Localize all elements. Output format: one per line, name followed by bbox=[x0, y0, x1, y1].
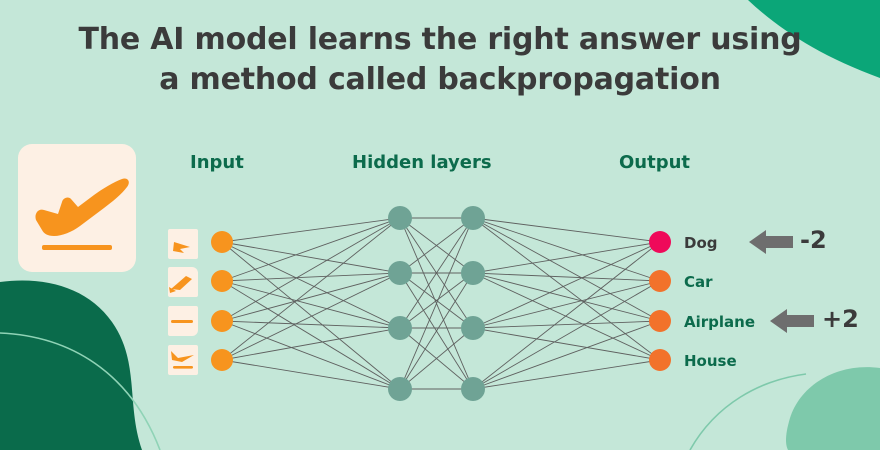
output-label-airplane: Airplane bbox=[684, 313, 756, 331]
bottom-right-mid-blob bbox=[786, 367, 880, 450]
input-thumbnail-1 bbox=[168, 267, 198, 297]
input-node-0 bbox=[211, 231, 233, 253]
input-thumbnail-2 bbox=[168, 306, 198, 336]
output-label-dog: Dog bbox=[684, 234, 718, 252]
input-thumbnail-0 bbox=[168, 229, 198, 259]
airplane-image-card bbox=[18, 144, 136, 272]
output-node-airplane bbox=[649, 310, 671, 332]
hidden2-node-3 bbox=[461, 377, 485, 401]
top-right-green-swoosh bbox=[748, 0, 880, 78]
title-line-2: a method called backpropagation bbox=[159, 61, 721, 97]
hidden1-node-3 bbox=[388, 377, 412, 401]
output-node-dog bbox=[649, 231, 671, 253]
output-label-car: Car bbox=[684, 273, 713, 291]
hidden1-node-1 bbox=[388, 261, 412, 285]
decorative-arc-right bbox=[689, 373, 807, 450]
input-node-2 bbox=[211, 310, 233, 332]
runway-line-thumb bbox=[171, 320, 193, 323]
hidden1-node-0 bbox=[388, 206, 412, 230]
hidden2-node-0 bbox=[461, 206, 485, 230]
page-title: The AI model learns the right answer usi… bbox=[0, 20, 880, 99]
hidden2-node-2 bbox=[461, 316, 485, 340]
adjustment-value-dog: -2 bbox=[800, 226, 827, 254]
backprop-arrow-airplane bbox=[770, 309, 814, 333]
output-label-house: House bbox=[684, 352, 737, 370]
input-node-1 bbox=[211, 270, 233, 292]
input-node-3 bbox=[211, 349, 233, 371]
hidden1-node-2 bbox=[388, 316, 412, 340]
decorative-arc-left bbox=[0, 332, 161, 450]
output-node-house bbox=[649, 349, 671, 371]
adjustment-value-airplane: +2 bbox=[822, 305, 859, 333]
bottom-left-dark-blob bbox=[0, 280, 142, 450]
section-label-input: Input bbox=[190, 152, 244, 173]
airplane-tail-thumb bbox=[173, 242, 190, 253]
backprop-arrow-dog bbox=[749, 230, 793, 254]
hidden2-node-1 bbox=[461, 261, 485, 285]
input-thumbnail-3 bbox=[168, 345, 198, 375]
airplane-takeoff-icon bbox=[35, 178, 129, 250]
section-label-hidden: Hidden layers bbox=[352, 152, 492, 173]
section-label-output: Output bbox=[619, 152, 691, 173]
title-line-1: The AI model learns the right answer usi… bbox=[78, 22, 802, 57]
airplane-nose-thumb bbox=[171, 351, 194, 369]
output-node-car bbox=[649, 270, 671, 292]
airplane-wing-thumb bbox=[169, 276, 192, 293]
